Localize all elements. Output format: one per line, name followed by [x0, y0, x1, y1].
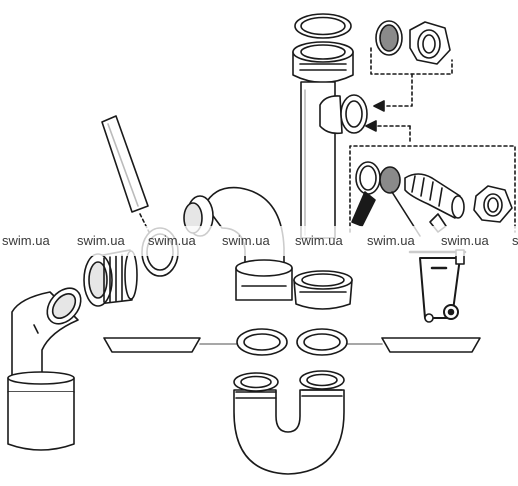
watermark-text: swim.ua [222, 233, 270, 248]
watermark-text: swim.ua [77, 233, 125, 248]
watermark-text: s [512, 233, 518, 248]
hose-segment [101, 115, 151, 235]
hose-tube [101, 115, 149, 213]
u-trap-body [233, 389, 345, 475]
watermark-text: swim.ua [367, 233, 415, 248]
watermark-text: swim.ua [295, 233, 343, 248]
watermark-band [0, 226, 518, 256]
right-nut [293, 270, 353, 310]
u-trap [233, 370, 345, 475]
right-plate [381, 337, 481, 353]
left-pipe-base [7, 391, 75, 451]
detail-gasket-nut [365, 20, 453, 143]
standpipe [292, 13, 368, 239]
mid-seal-rings [236, 328, 348, 356]
detail-gasket [379, 166, 401, 194]
left-plate [103, 337, 201, 353]
left-pipe [7, 287, 82, 451]
watermark-text: swim.ua [2, 233, 50, 248]
side-plates [103, 337, 481, 353]
screwdriver [351, 191, 376, 227]
threaded-adapter [83, 249, 138, 307]
trash-bin-icon [408, 249, 467, 323]
side-inlet [319, 95, 343, 135]
watermark-text: swim.ua [148, 233, 196, 248]
bent-connector [404, 173, 461, 219]
arrow-1 [373, 100, 385, 112]
detail-box [349, 145, 516, 237]
watermark-text: swim.ua [441, 233, 489, 248]
arrow-2 [365, 120, 377, 132]
